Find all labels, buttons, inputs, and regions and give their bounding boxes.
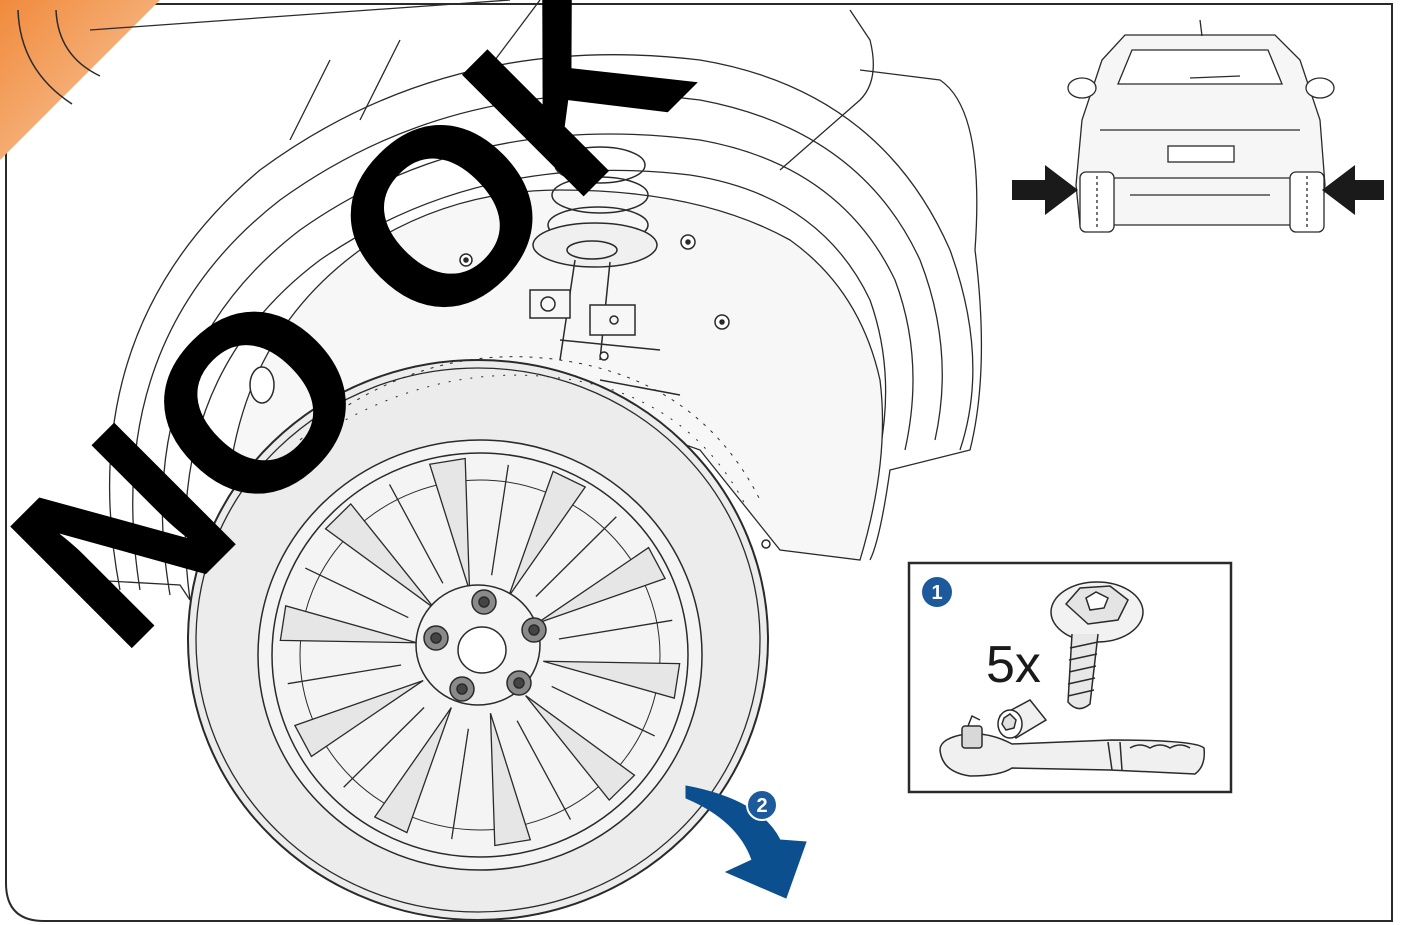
rim-spoke-line — [551, 685, 656, 737]
torx-bolt-icon — [1050, 581, 1144, 710]
rim-spoke — [543, 660, 681, 699]
rim-spoke-line — [516, 720, 572, 820]
step-2-badge: 2 — [746, 789, 778, 821]
corner-accent — [0, 0, 160, 160]
suspension-strut — [529, 146, 681, 396]
rim-spoke-line — [490, 464, 509, 576]
ratchet-wrench-icon — [939, 714, 1206, 777]
step-1-badge: 1 — [922, 577, 952, 607]
alloy-rim — [257, 439, 703, 871]
rim-spoke — [279, 605, 417, 644]
rim-spoke — [536, 546, 667, 625]
black-arrow-icon — [1012, 165, 1384, 215]
rim-spoke-line — [287, 664, 402, 685]
curved-arrow-icon — [685, 785, 807, 899]
mounting-holes — [249, 234, 771, 549]
rim-spoke — [489, 713, 532, 847]
quantity-label: 5x — [986, 636, 1041, 694]
rim-spoke-line — [535, 516, 617, 597]
rim-spoke-line — [451, 728, 470, 840]
step-1-number: 1 — [931, 582, 942, 604]
rim-spoke — [324, 502, 435, 609]
rim-spoke-line — [304, 567, 409, 619]
vehicle-rear-view — [1067, 19, 1335, 233]
rim-spoke — [428, 457, 471, 591]
rim-spoke — [508, 470, 587, 597]
rim-spoke-line — [558, 619, 673, 640]
wheel-lug-bolts — [423, 589, 547, 702]
wheel-arch — [89, 0, 983, 601]
corner-arc-inner — [55, 9, 101, 77]
rim-spoke — [373, 707, 452, 834]
socket-icon — [997, 699, 1048, 739]
step-2-number: 2 — [756, 795, 767, 817]
rim-spoke — [293, 679, 424, 758]
corner-arc-outer — [17, 9, 73, 105]
rim-spoke — [525, 695, 636, 802]
rim-spoke-line — [343, 707, 425, 788]
rim-spoke-line — [388, 484, 444, 584]
